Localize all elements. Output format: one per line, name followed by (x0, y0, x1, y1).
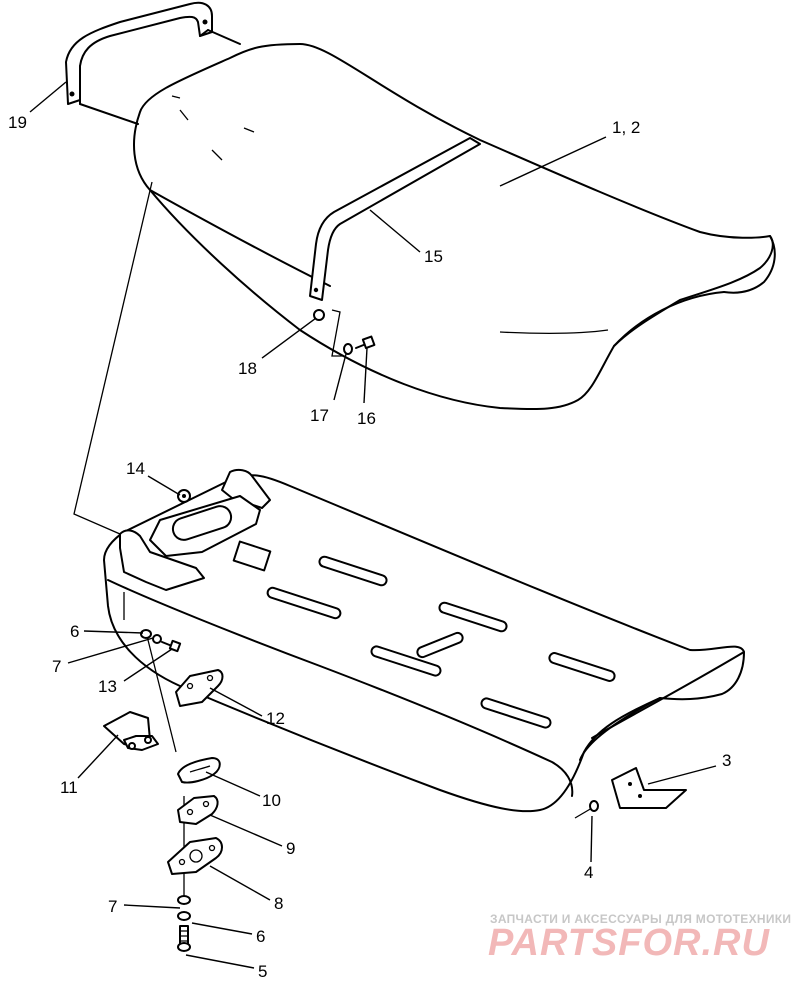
upper-fasteners (140, 629, 182, 653)
callout-label-c8: 8 (274, 894, 283, 913)
strap-fasteners (313, 309, 376, 357)
callout-leader-c1-2 (499, 136, 607, 187)
callout-label-c6a: 6 (70, 622, 79, 641)
callout-label-c16: 16 (357, 409, 376, 428)
callout-leader-c6b (191, 922, 253, 935)
callout-leader-c17 (333, 353, 347, 401)
nut-14-part (177, 489, 191, 503)
plate-12-part (175, 669, 224, 707)
bracket-3-part (611, 767, 687, 809)
callout-leader-c15 (369, 209, 421, 253)
callout-label-c1-2: 1, 2 (612, 118, 640, 137)
seat-cushion-part (79, 29, 776, 411)
callout-leader-c18 (261, 317, 317, 359)
callout-leader-c11 (77, 734, 119, 779)
watermark-tagline: ЗАПЧАСТИ И АКСЕССУАРЫ ДЛЯ МОТОТЕХНИКИ (490, 912, 792, 926)
callout-leader-c4 (590, 815, 593, 863)
grab-handle-part (65, 1, 213, 105)
callout-leader-c16 (363, 347, 368, 404)
rivet-4-part (589, 800, 599, 812)
callout-leader-c14 (147, 475, 181, 496)
catch-10-part (177, 757, 221, 784)
lower-fasteners (177, 895, 191, 952)
callout-leader-c9 (209, 814, 283, 847)
callout-label-c15: 15 (424, 247, 443, 266)
callout-label-c7b: 7 (108, 897, 117, 916)
callout-label-c12: 12 (266, 709, 285, 728)
callout-leader-c19 (29, 81, 67, 113)
watermark-logo: PARTSFOR.RU (488, 922, 770, 964)
callout-leader-c7a (67, 637, 154, 664)
callout-label-c10: 10 (262, 791, 281, 810)
callout-leader-c13 (123, 648, 173, 682)
callout-label-c6b: 6 (256, 927, 265, 946)
callout-label-c5: 5 (258, 962, 267, 981)
callout-label-c11: 11 (60, 778, 78, 797)
latch-11-part (103, 711, 159, 751)
callout-leader-c5 (185, 954, 255, 969)
callout-label-c18: 18 (238, 359, 257, 378)
callout-label-c13: 13 (98, 677, 117, 696)
callout-leader-c12 (209, 687, 263, 717)
callout-label-c19: 19 (8, 113, 27, 132)
seat-strap-part (309, 137, 481, 301)
seat-base-pan (103, 468, 745, 813)
plate-8-part (167, 837, 223, 875)
callout-leader-c7b (123, 904, 181, 909)
callout-label-c3: 3 (722, 751, 731, 770)
callout-label-c17: 17 (310, 406, 329, 425)
callout-leader-c8 (209, 865, 271, 901)
plate-9-part (177, 795, 219, 825)
callout-label-c14: 14 (126, 459, 145, 478)
callout-leader-c3 (647, 765, 717, 785)
callout-leader-c6a (83, 630, 144, 634)
callout-leader-c10 (205, 771, 261, 797)
callout-label-c7a: 7 (52, 657, 61, 676)
callout-label-c9: 9 (286, 839, 295, 858)
callout-label-c4: 4 (584, 863, 593, 882)
